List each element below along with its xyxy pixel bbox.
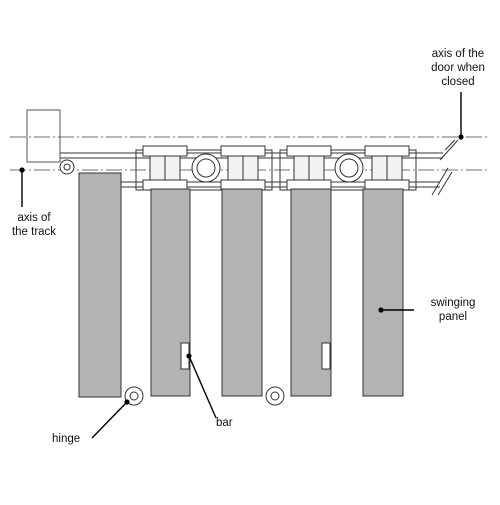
leader-track-axis (19, 167, 25, 207)
door-axis-label-line2: door when (431, 62, 485, 74)
hinge-top (59, 159, 75, 175)
rail-housing (26, 109, 61, 163)
door-axis-label-line3: closed (441, 76, 475, 88)
pivot-wheel-1 (191, 153, 221, 183)
pivot-wheel-2 (334, 153, 364, 183)
swinging-panel-5 (362, 188, 404, 397)
hinge-2 (265, 386, 285, 406)
leader-swinging-panel (378, 307, 414, 313)
track-axis-label-line2: the track (11, 226, 57, 238)
panel-3 (221, 188, 263, 397)
carriage-1 (135, 145, 273, 191)
hinge-1 (124, 386, 144, 406)
panel-1 (78, 172, 122, 398)
leader-door-axis (458, 92, 464, 140)
break-mark-top (439, 139, 459, 161)
bar-label: bar (216, 417, 233, 429)
swinging-panel-label-line2: panel (438, 311, 468, 323)
break-mark-bottom (431, 167, 453, 196)
leader-hinge (91, 399, 130, 439)
leader-bar (186, 353, 217, 419)
swinging-panel-label-line1: swinging (430, 297, 476, 309)
track-axis-label-line1: axis of (17, 212, 51, 224)
hinge-label: hinge (52, 433, 81, 445)
door-axis-label-line1: axis of the (431, 48, 485, 60)
bar-2 (321, 342, 331, 370)
